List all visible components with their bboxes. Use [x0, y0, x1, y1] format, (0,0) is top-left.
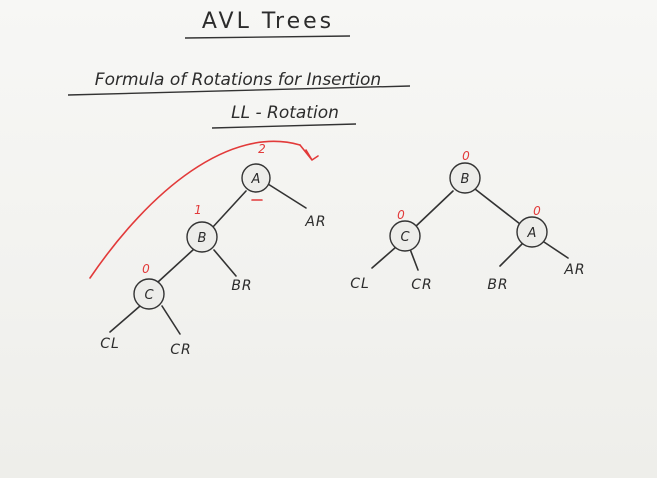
leaf-ar: AR: [304, 214, 326, 230]
page-title: AVL Trees: [202, 9, 334, 34]
edge-c-cl: [109, 305, 141, 333]
edge-b-a-after: [474, 188, 521, 225]
rotation-arc: [89, 140, 301, 279]
subtitle: Formula of Rotations for Insertion: [95, 70, 381, 90]
node-b-after-label: B: [461, 172, 470, 187]
leaf-cl-after: CL: [350, 276, 370, 292]
node-b-label: B: [198, 231, 207, 246]
balance-c-after: 0: [397, 208, 405, 222]
after-tree: B 0 C 0 A 0 CL CR BR AR: [350, 149, 585, 293]
edge-c-cl-after: [371, 246, 397, 269]
balance-b: 1: [194, 203, 202, 217]
leaf-br-after: BR: [487, 277, 508, 293]
leaf-cr-after: CR: [411, 277, 433, 293]
edge-a-b: [211, 190, 247, 229]
edge-b-c-after: [413, 190, 454, 229]
node-a-after-label: A: [527, 226, 537, 241]
balance-a-after: 0: [533, 204, 541, 218]
node-c: [133, 278, 165, 310]
balance-b-after: 0: [462, 149, 470, 163]
node-a: [241, 163, 271, 193]
edge-c-cr: [161, 305, 181, 335]
node-c-label: C: [144, 288, 154, 303]
node-a-label: A: [251, 172, 261, 187]
rotation-name: LL - Rotation: [231, 103, 339, 123]
leaf-ar-after: AR: [563, 262, 585, 278]
title-underline: [184, 35, 351, 39]
edge-a-br-after: [499, 243, 523, 267]
edge-b-c: [157, 248, 195, 283]
before-tree: A 2 B 1 C 0 AR BR CL CR: [100, 142, 326, 358]
balance-c: 0: [142, 262, 150, 276]
edge-c-cr-after: [409, 248, 419, 271]
edge-a-ar: [267, 183, 307, 209]
node-a-after: [516, 216, 548, 248]
node-b: [186, 221, 218, 253]
node-b-after: [449, 162, 481, 194]
node-c-after: [389, 220, 421, 252]
balance-a: 2: [258, 142, 266, 156]
edge-a-ar-after: [543, 241, 569, 259]
subtitle-underline: [67, 85, 411, 96]
node-c-after-label: C: [400, 230, 410, 245]
leaf-br: BR: [231, 278, 252, 294]
leaf-cr: CR: [170, 342, 192, 358]
rotation-name-underline: [211, 123, 357, 129]
edge-b-br: [213, 249, 237, 277]
rotation-arrowhead: [299, 144, 319, 161]
leaf-cl: CL: [100, 336, 120, 352]
